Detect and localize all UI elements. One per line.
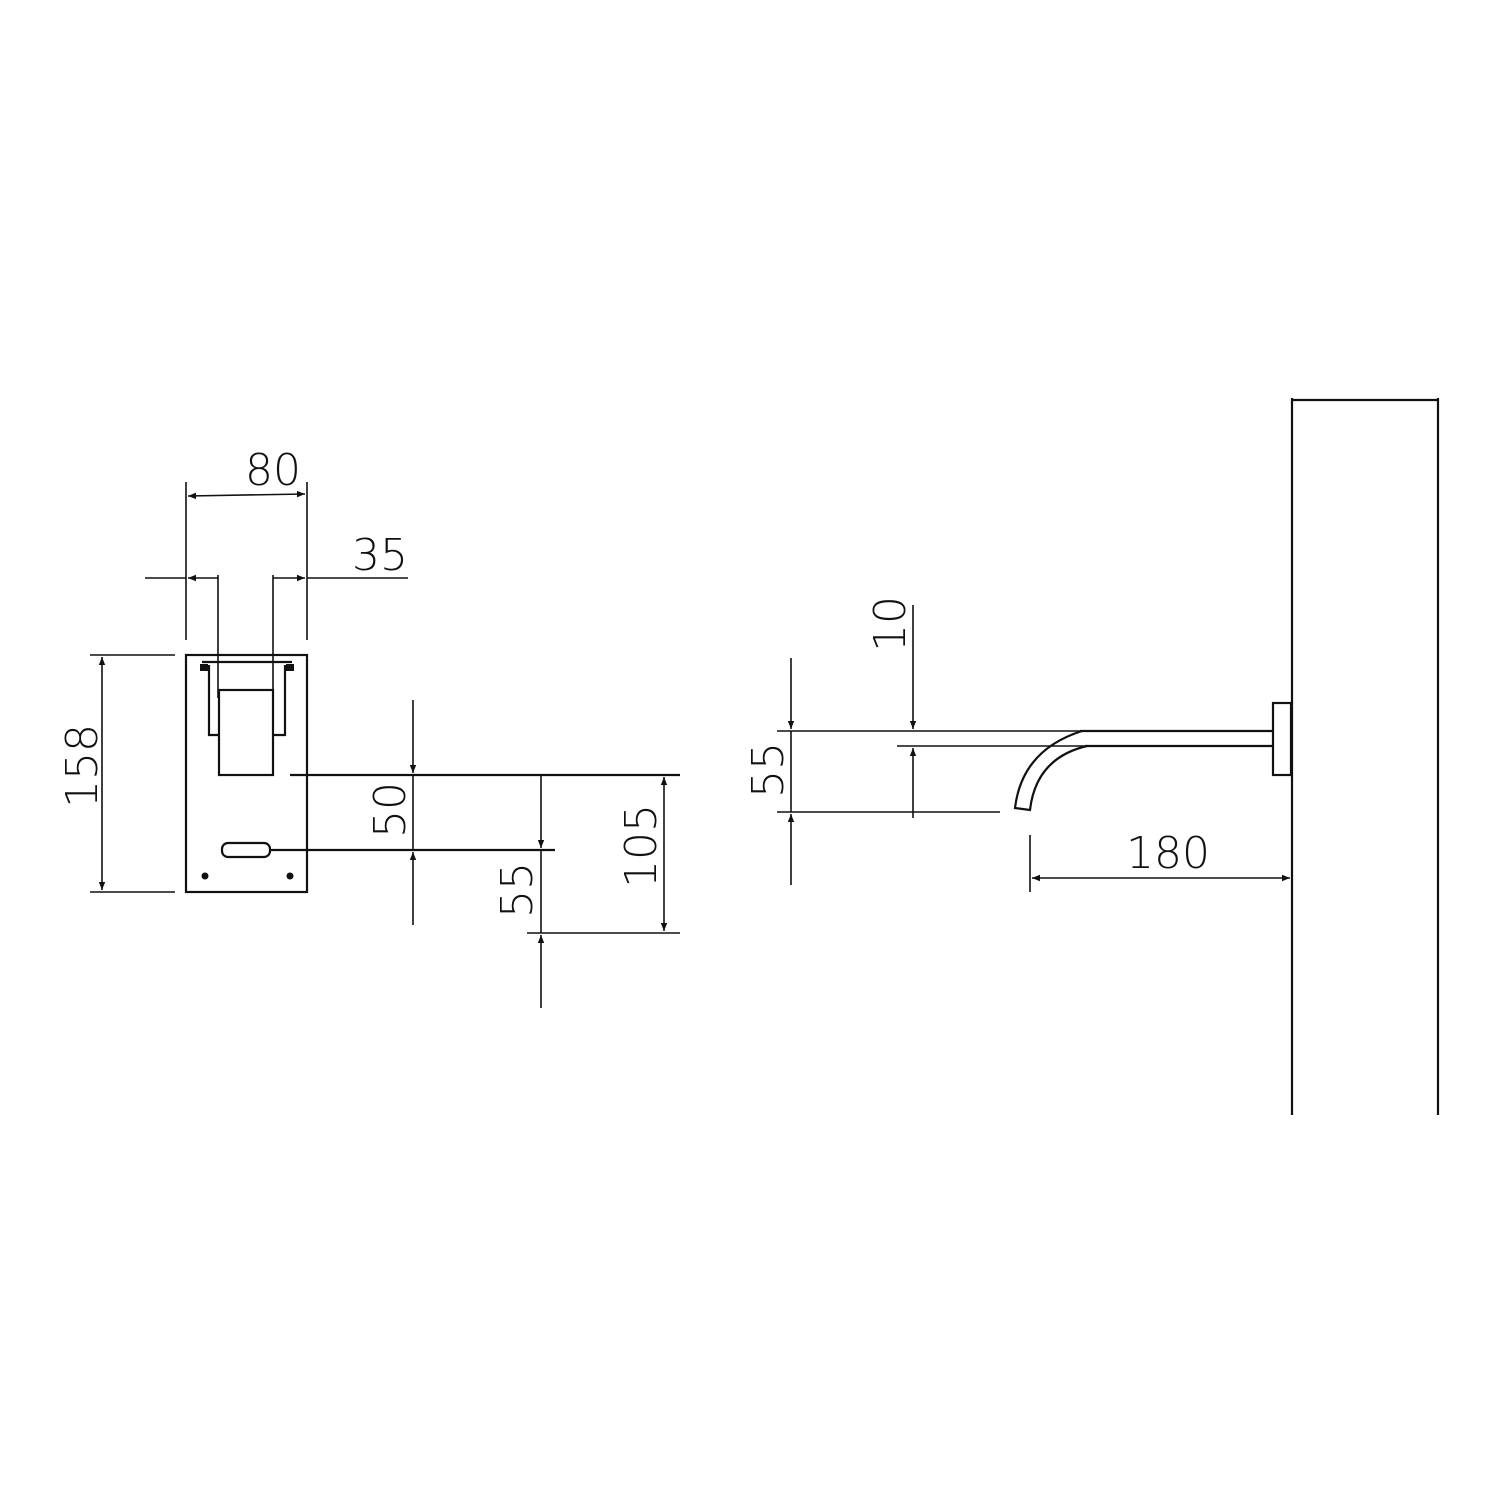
spout-outlet	[220, 841, 272, 859]
wall-section	[1290, 398, 1440, 1115]
dim-label-plate-width: 80	[245, 445, 301, 496]
dim-label-spout-drop: 55	[743, 742, 794, 798]
front-view: 80 35 158 50 55 105	[57, 445, 680, 1008]
dim-label-spout-projection: 180	[1126, 828, 1210, 879]
screw-hole	[286, 872, 294, 880]
dim-label-handle-to-spout: 50	[365, 782, 416, 838]
spout	[1013, 729, 1273, 812]
dim-label-handle-width: 35	[352, 530, 408, 581]
screw-hole	[201, 872, 209, 880]
handle-lever	[200, 660, 294, 777]
wall-plate	[184, 653, 309, 894]
side-view: 10 55 180	[743, 398, 1440, 1115]
dim-label-total-offset: 105	[616, 804, 667, 888]
dim-label-spout-thickness: 10	[865, 596, 916, 652]
spout-flange	[1271, 701, 1293, 777]
dim-label-plate-height: 158	[57, 724, 108, 808]
dim-label-spout-to-bottom: 55	[492, 862, 543, 918]
dim-line-80	[187, 490, 306, 500]
